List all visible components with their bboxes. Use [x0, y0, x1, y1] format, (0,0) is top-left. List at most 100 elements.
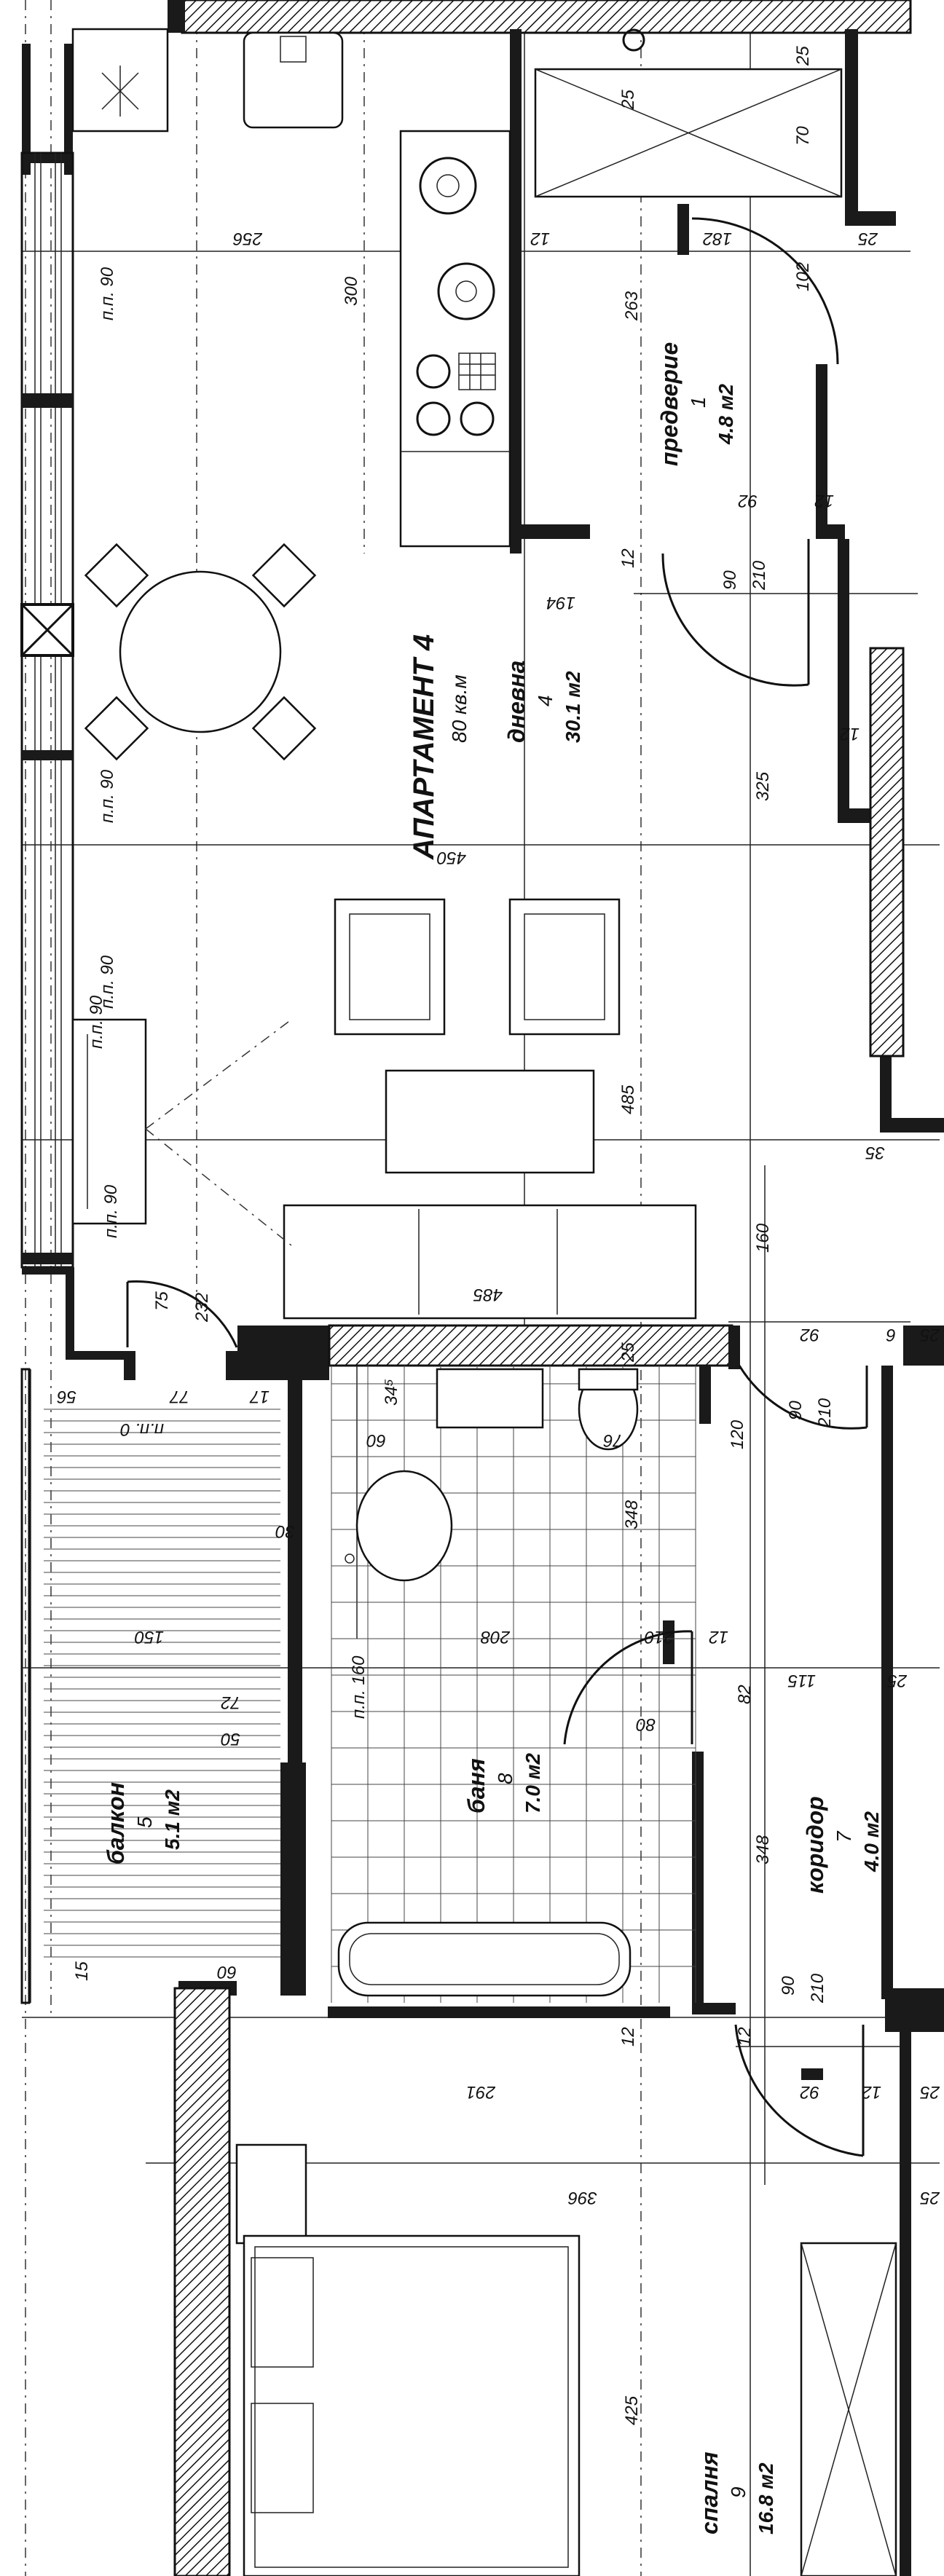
svg-text:348: 348: [622, 1500, 642, 1529]
svg-text:92: 92: [738, 491, 758, 511]
doors: [126, 217, 868, 2157]
svg-text:210: 210: [815, 1398, 835, 1428]
svg-text:82: 82: [735, 1685, 755, 1704]
room-label-entry: предверие 1 4.8 м2: [656, 342, 737, 466]
walls: [20, 0, 944, 2576]
svg-text:194: 194: [546, 593, 575, 613]
dining-chairs: [84, 543, 317, 761]
svg-text:п.п. 160: п.п. 160: [349, 1655, 369, 1719]
svg-text:160: 160: [753, 1223, 773, 1253]
svg-text:34⁵: 34⁵: [382, 1379, 401, 1406]
svg-text:12: 12: [530, 229, 550, 248]
bedroom-area: [235, 2143, 897, 2576]
svg-text:72: 72: [221, 1693, 240, 1712]
svg-text:4.0 м2: 4.0 м2: [860, 1811, 883, 1872]
svg-text:п.п. 90: п.п. 90: [98, 955, 117, 1009]
room-label-bedroom: спалня 9 16.8 м2: [696, 2451, 777, 2534]
svg-text:150: 150: [134, 1627, 164, 1647]
svg-text:76: 76: [603, 1430, 623, 1450]
svg-text:спалня: спалня: [696, 2451, 723, 2534]
svg-text:50: 50: [221, 1729, 240, 1749]
svg-text:25: 25: [887, 1671, 908, 1690]
svg-text:25: 25: [858, 229, 878, 248]
svg-text:210: 210: [808, 1973, 827, 2004]
svg-text:п.п. 90: п.п. 90: [87, 995, 106, 1049]
svg-text:12: 12: [618, 548, 638, 568]
svg-text:70: 70: [793, 126, 813, 146]
svg-text:56: 56: [57, 1387, 76, 1406]
svg-text:60: 60: [217, 1962, 237, 1982]
svg-text:7.0 м2: 7.0 м2: [522, 1753, 544, 1813]
apartment-area-text: 80 кв.м: [448, 674, 471, 743]
axis-lines: [22, 0, 940, 2576]
svg-text:90: 90: [779, 1976, 798, 1996]
apartment-title-text: АПАРТАМЕНТ 4: [408, 634, 440, 860]
svg-text:115: 115: [787, 1671, 816, 1690]
svg-text:232: 232: [192, 1293, 212, 1323]
svg-text:425: 425: [622, 2395, 642, 2425]
svg-text:35: 35: [865, 1143, 885, 1162]
svg-text:5: 5: [133, 1816, 156, 1828]
svg-text:210: 210: [750, 560, 769, 591]
svg-text:коридор: коридор: [802, 1796, 828, 1894]
room-label-bath: баня 8 7.0 м2: [463, 1753, 544, 1813]
room-label-corridor: коридор 7 4.0 м2: [802, 1796, 883, 1894]
window-labels: п.п. 90 п.п. 90 п.п. 90 п.п. 90 п.п. 160…: [87, 267, 369, 1719]
svg-text:12: 12: [735, 2027, 755, 2047]
svg-text:дневна: дневна: [503, 661, 530, 743]
svg-text:348: 348: [753, 1835, 773, 1864]
svg-text:1: 1: [687, 396, 709, 408]
svg-text:30.1 м2: 30.1 м2: [562, 671, 584, 743]
svg-text:450: 450: [436, 848, 466, 867]
svg-text:182: 182: [703, 229, 732, 248]
svg-text:12: 12: [840, 724, 860, 744]
svg-text:90: 90: [720, 570, 740, 590]
svg-text:25: 25: [920, 2188, 940, 2207]
svg-text:5.1 м2: 5.1 м2: [161, 1789, 184, 1850]
svg-text:60: 60: [366, 1430, 386, 1450]
living-area: [71, 898, 697, 1320]
room-label-balcony: балкон 5 5.1 м2: [103, 1782, 184, 1864]
svg-text:п.п. 0: п.п. 0: [120, 1419, 164, 1439]
svg-text:4.8 м2: 4.8 м2: [715, 384, 737, 445]
apartment-title: АПАРТАМЕНТ 4 80 кв.м: [408, 634, 471, 860]
svg-text:17: 17: [249, 1387, 270, 1406]
dimension-labels: 256 300 263 182 102 70 25 25 25 12 12 12…: [57, 46, 940, 2425]
bathroom-tiles: [331, 1366, 696, 2003]
svg-text:77: 77: [169, 1387, 189, 1406]
svg-text:балкон: балкон: [103, 1782, 129, 1864]
svg-text:485: 485: [473, 1285, 503, 1304]
svg-text:9: 9: [727, 2486, 750, 2498]
svg-text:102: 102: [793, 262, 813, 291]
svg-text:8: 8: [494, 1773, 516, 1784]
kitchen-area: [71, 28, 511, 761]
svg-text:92: 92: [800, 2082, 819, 2102]
svg-text:291: 291: [466, 2082, 496, 2102]
svg-text:80: 80: [636, 1714, 656, 1734]
svg-text:п.п. 90: п.п. 90: [98, 267, 117, 320]
svg-text:90: 90: [786, 1401, 806, 1420]
svg-text:предверие: предверие: [656, 342, 683, 466]
svg-text:208: 208: [480, 1627, 511, 1647]
svg-text:25: 25: [618, 90, 638, 110]
svg-text:25: 25: [920, 1325, 940, 1344]
svg-text:7: 7: [833, 1830, 855, 1843]
svg-text:263: 263: [622, 291, 642, 321]
svg-text:п.п. 90: п.п. 90: [98, 769, 117, 823]
svg-text:256: 256: [232, 229, 263, 248]
svg-text:120: 120: [728, 1419, 747, 1449]
svg-text:баня: баня: [463, 1758, 489, 1813]
svg-text:16.8 м2: 16.8 м2: [755, 2462, 777, 2534]
room-label-living: дневна 4 30.1 м2: [503, 661, 584, 743]
svg-text:30: 30: [275, 1521, 295, 1541]
svg-text:25: 25: [920, 2082, 940, 2102]
svg-text:15: 15: [72, 1961, 92, 1981]
svg-text:325: 325: [753, 771, 773, 801]
entry-wardrobe: [534, 28, 843, 198]
svg-text:п.п. 90: п.п. 90: [101, 1184, 121, 1238]
svg-text:12: 12: [862, 2082, 881, 2102]
svg-text:4: 4: [534, 695, 556, 706]
svg-text:12: 12: [814, 491, 834, 511]
svg-text:25: 25: [793, 46, 813, 66]
